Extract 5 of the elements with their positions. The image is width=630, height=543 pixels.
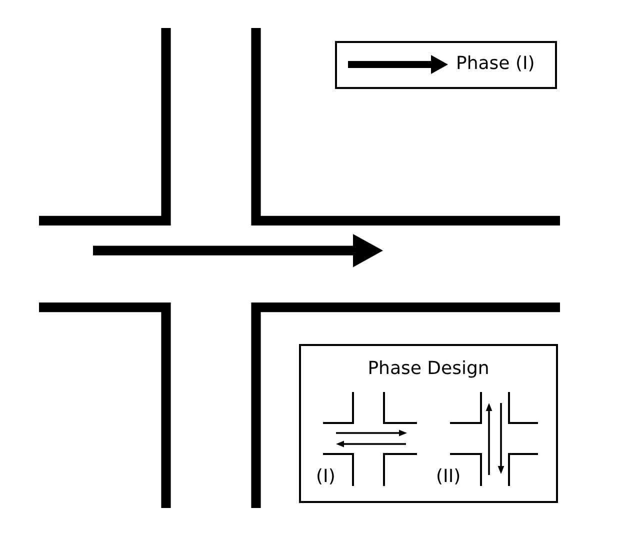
- panel-title: Phase Design: [366, 358, 490, 380]
- phase-label: (I): [316, 466, 336, 488]
- legend-label: Phase (I): [456, 53, 535, 75]
- phase-label: (II): [436, 466, 461, 488]
- panel-box: [299, 344, 558, 503]
